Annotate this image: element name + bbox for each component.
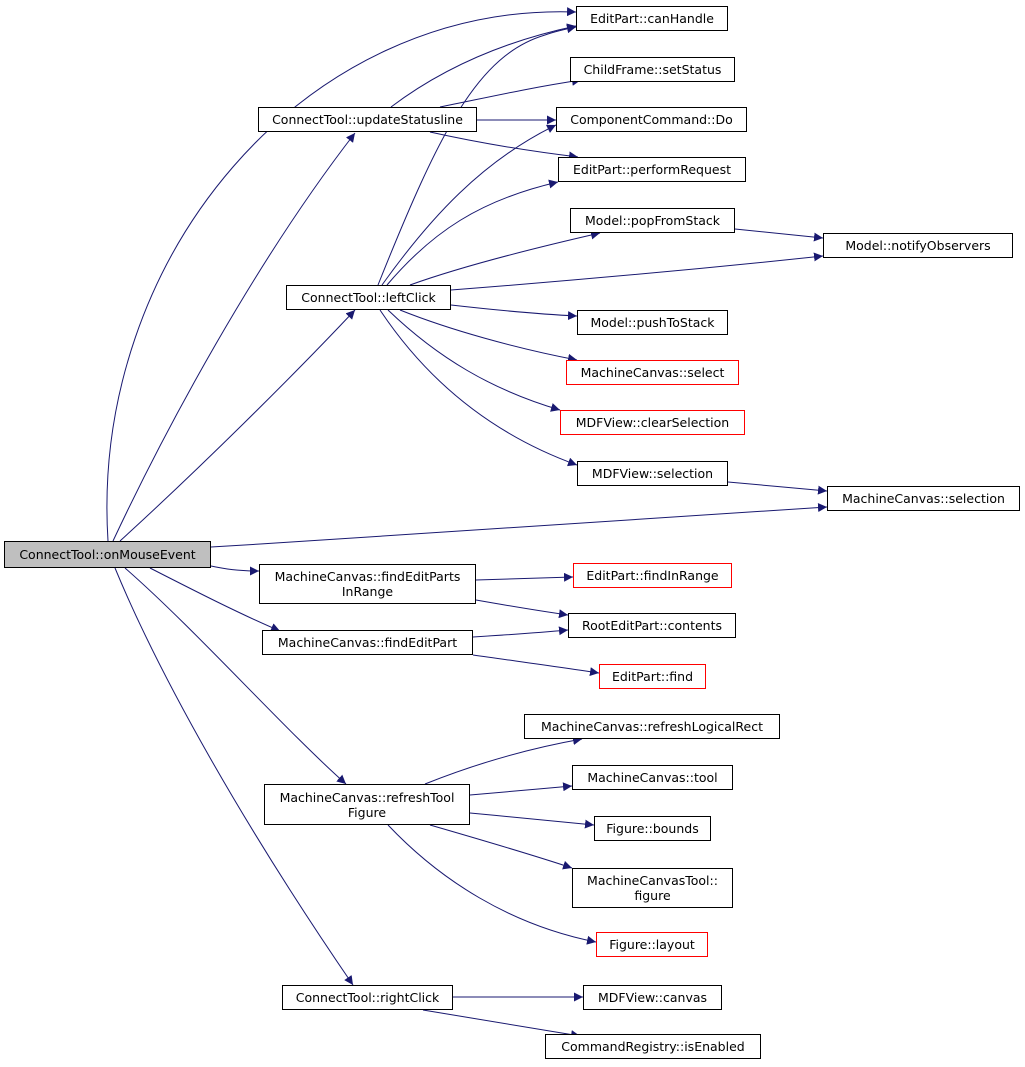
node-label: ComponentCommand::Do [570, 112, 733, 127]
node-label: MachineCanvas::select [580, 365, 725, 380]
edge-refreshToolFigure-to-canvasTool [469, 782, 573, 796]
node-notifyObservers[interactable]: Model::notifyObservers [823, 233, 1013, 258]
edge-leftClick-to-pushToStack [450, 304, 578, 321]
node-viewSelection[interactable]: MDFView::selection [577, 461, 728, 486]
edge-popFromStack-to-notifyObservers [734, 228, 824, 242]
node-label: MachineCanvas::refreshTool [279, 789, 455, 805]
node-label: Figure [347, 804, 387, 820]
edge-onMouseEvent-to-rightClick [114, 567, 354, 986]
edge-onMouseEvent-to-refreshToolFigure [124, 567, 347, 785]
edge-onMouseEvent-to-findEditPart [149, 567, 281, 632]
node-figureBounds[interactable]: Figure::bounds [594, 816, 711, 841]
node-label: ConnectTool::leftClick [301, 290, 436, 305]
node-label: ChildFrame::setStatus [583, 62, 722, 77]
edge-leftClick-to-componentDo [381, 124, 557, 286]
node-rightClick[interactable]: ConnectTool::rightClick [282, 985, 453, 1010]
edge-findEditPartsInRange-to-contents [475, 599, 569, 619]
node-contents[interactable]: RootEditPart::contents [568, 613, 736, 638]
node-label: Model::notifyObservers [845, 238, 991, 253]
node-label: CommandRegistry::isEnabled [561, 1039, 745, 1054]
node-label: MDFView::selection [591, 466, 714, 481]
edge-leftClick-to-performRequest [386, 179, 559, 286]
node-label: Model::pushToStack [590, 315, 715, 330]
edge-leftClick-to-canvasSelect [399, 309, 578, 363]
node-findInRange[interactable]: EditPart::findInRange [573, 563, 732, 588]
edge-refreshToolFigure-to-figureBounds [469, 812, 595, 829]
node-canvasSelection[interactable]: MachineCanvas::selection [827, 486, 1020, 511]
node-clearSelection[interactable]: MDFView::clearSelection [560, 410, 745, 435]
node-popFromStack[interactable]: Model::popFromStack [570, 208, 735, 233]
edge-findEditPartsInRange-to-findInRange [475, 572, 574, 582]
node-label: MachineCanvas::findEditParts [274, 569, 461, 584]
node-label: EditPart::performRequest [573, 162, 731, 177]
edge-rightClick-to-isEnabled [422, 1009, 581, 1039]
node-componentDo[interactable]: ComponentCommand::Do [556, 107, 747, 132]
edge-updateStatusline-to-performRequest [429, 131, 579, 161]
node-label: MachineCanvas::findEditPart [277, 635, 458, 650]
node-label: MachineCanvas::refreshLogicalRect [541, 719, 763, 734]
node-label: Figure::bounds [606, 821, 699, 836]
node-label: MDFView::clearSelection [575, 415, 730, 430]
node-figureLayout[interactable]: Figure::layout [596, 932, 708, 957]
node-canvasSelect[interactable]: MachineCanvas::select [566, 360, 739, 385]
edge-onMouseEvent-to-canvasSelection [210, 503, 828, 548]
node-updateStatusline[interactable]: ConnectTool::updateStatusline [258, 107, 477, 132]
edge-findEditPart-to-editPartFind [472, 654, 600, 677]
node-label: MachineCanvas::selection [842, 491, 1005, 506]
edge-leftClick-to-viewSelection [379, 309, 578, 467]
edge-onMouseEvent-to-canHandle [106, 7, 577, 542]
node-label: MachineCanvas::tool [587, 770, 718, 785]
node-leftClick[interactable]: ConnectTool::leftClick [286, 285, 451, 310]
node-isEnabled[interactable]: CommandRegistry::isEnabled [545, 1034, 761, 1059]
node-label: ConnectTool::updateStatusline [272, 112, 463, 127]
node-label: Model::popFromStack [584, 213, 721, 228]
node-label: Figure::layout [609, 937, 695, 952]
node-label: ConnectTool::onMouseEvent [19, 547, 196, 562]
node-label: MDFView::canvas [597, 990, 708, 1005]
edge-updateStatusline-to-setStatus [439, 76, 582, 108]
node-viewCanvas[interactable]: MDFView::canvas [583, 985, 722, 1010]
node-performRequest[interactable]: EditPart::performRequest [558, 157, 746, 182]
node-label: figure [634, 888, 671, 903]
node-label: RootEditPart::contents [582, 618, 722, 633]
node-label: ConnectTool::rightClick [295, 990, 440, 1005]
edge-leftClick-to-notifyObservers [450, 252, 824, 291]
node-canHandle[interactable]: EditPart::canHandle [576, 6, 728, 31]
node-label: EditPart::findInRange [586, 568, 719, 583]
edge-onMouseEvent-to-leftClick [119, 309, 356, 542]
edge-viewSelection-to-canvasSelection [727, 481, 828, 495]
node-canvasTool[interactable]: MachineCanvas::tool [572, 765, 733, 790]
edge-leftClick-to-canHandle [377, 24, 577, 286]
edge-onMouseEvent-to-findEditPartsInRange [210, 565, 260, 576]
node-refreshLogicalRect[interactable]: MachineCanvas::refreshLogicalRect [524, 714, 780, 739]
node-pushToStack[interactable]: Model::pushToStack [577, 310, 728, 335]
node-findEditPart[interactable]: MachineCanvas::findEditPart [262, 630, 473, 655]
node-label: EditPart::find [611, 669, 694, 684]
node-setStatus[interactable]: ChildFrame::setStatus [570, 57, 735, 82]
node-editPartFind[interactable]: EditPart::find [599, 664, 706, 689]
node-label: EditPart::canHandle [590, 11, 714, 26]
node-onMouseEvent: ConnectTool::onMouseEvent [4, 541, 211, 568]
edge-leftClick-to-clearSelection [387, 309, 561, 412]
edge-refreshToolFigure-to-canvasToolFigure [429, 824, 573, 870]
edge-refreshToolFigure-to-figureLayout [387, 824, 597, 945]
node-label: MachineCanvasTool:: [587, 873, 718, 888]
node-canvasToolFigure[interactable]: MachineCanvasTool::figure [572, 868, 733, 908]
edge-onMouseEvent-to-updateStatusline [112, 132, 356, 542]
edge-findEditPart-to-contents [472, 626, 569, 638]
edge-refreshToolFigure-to-refreshLogicalRect [424, 736, 583, 785]
edge-updateStatusline-to-canHandle [390, 23, 577, 108]
node-label: InRange [341, 584, 394, 599]
edge-leftClick-to-popFromStack [409, 230, 601, 286]
